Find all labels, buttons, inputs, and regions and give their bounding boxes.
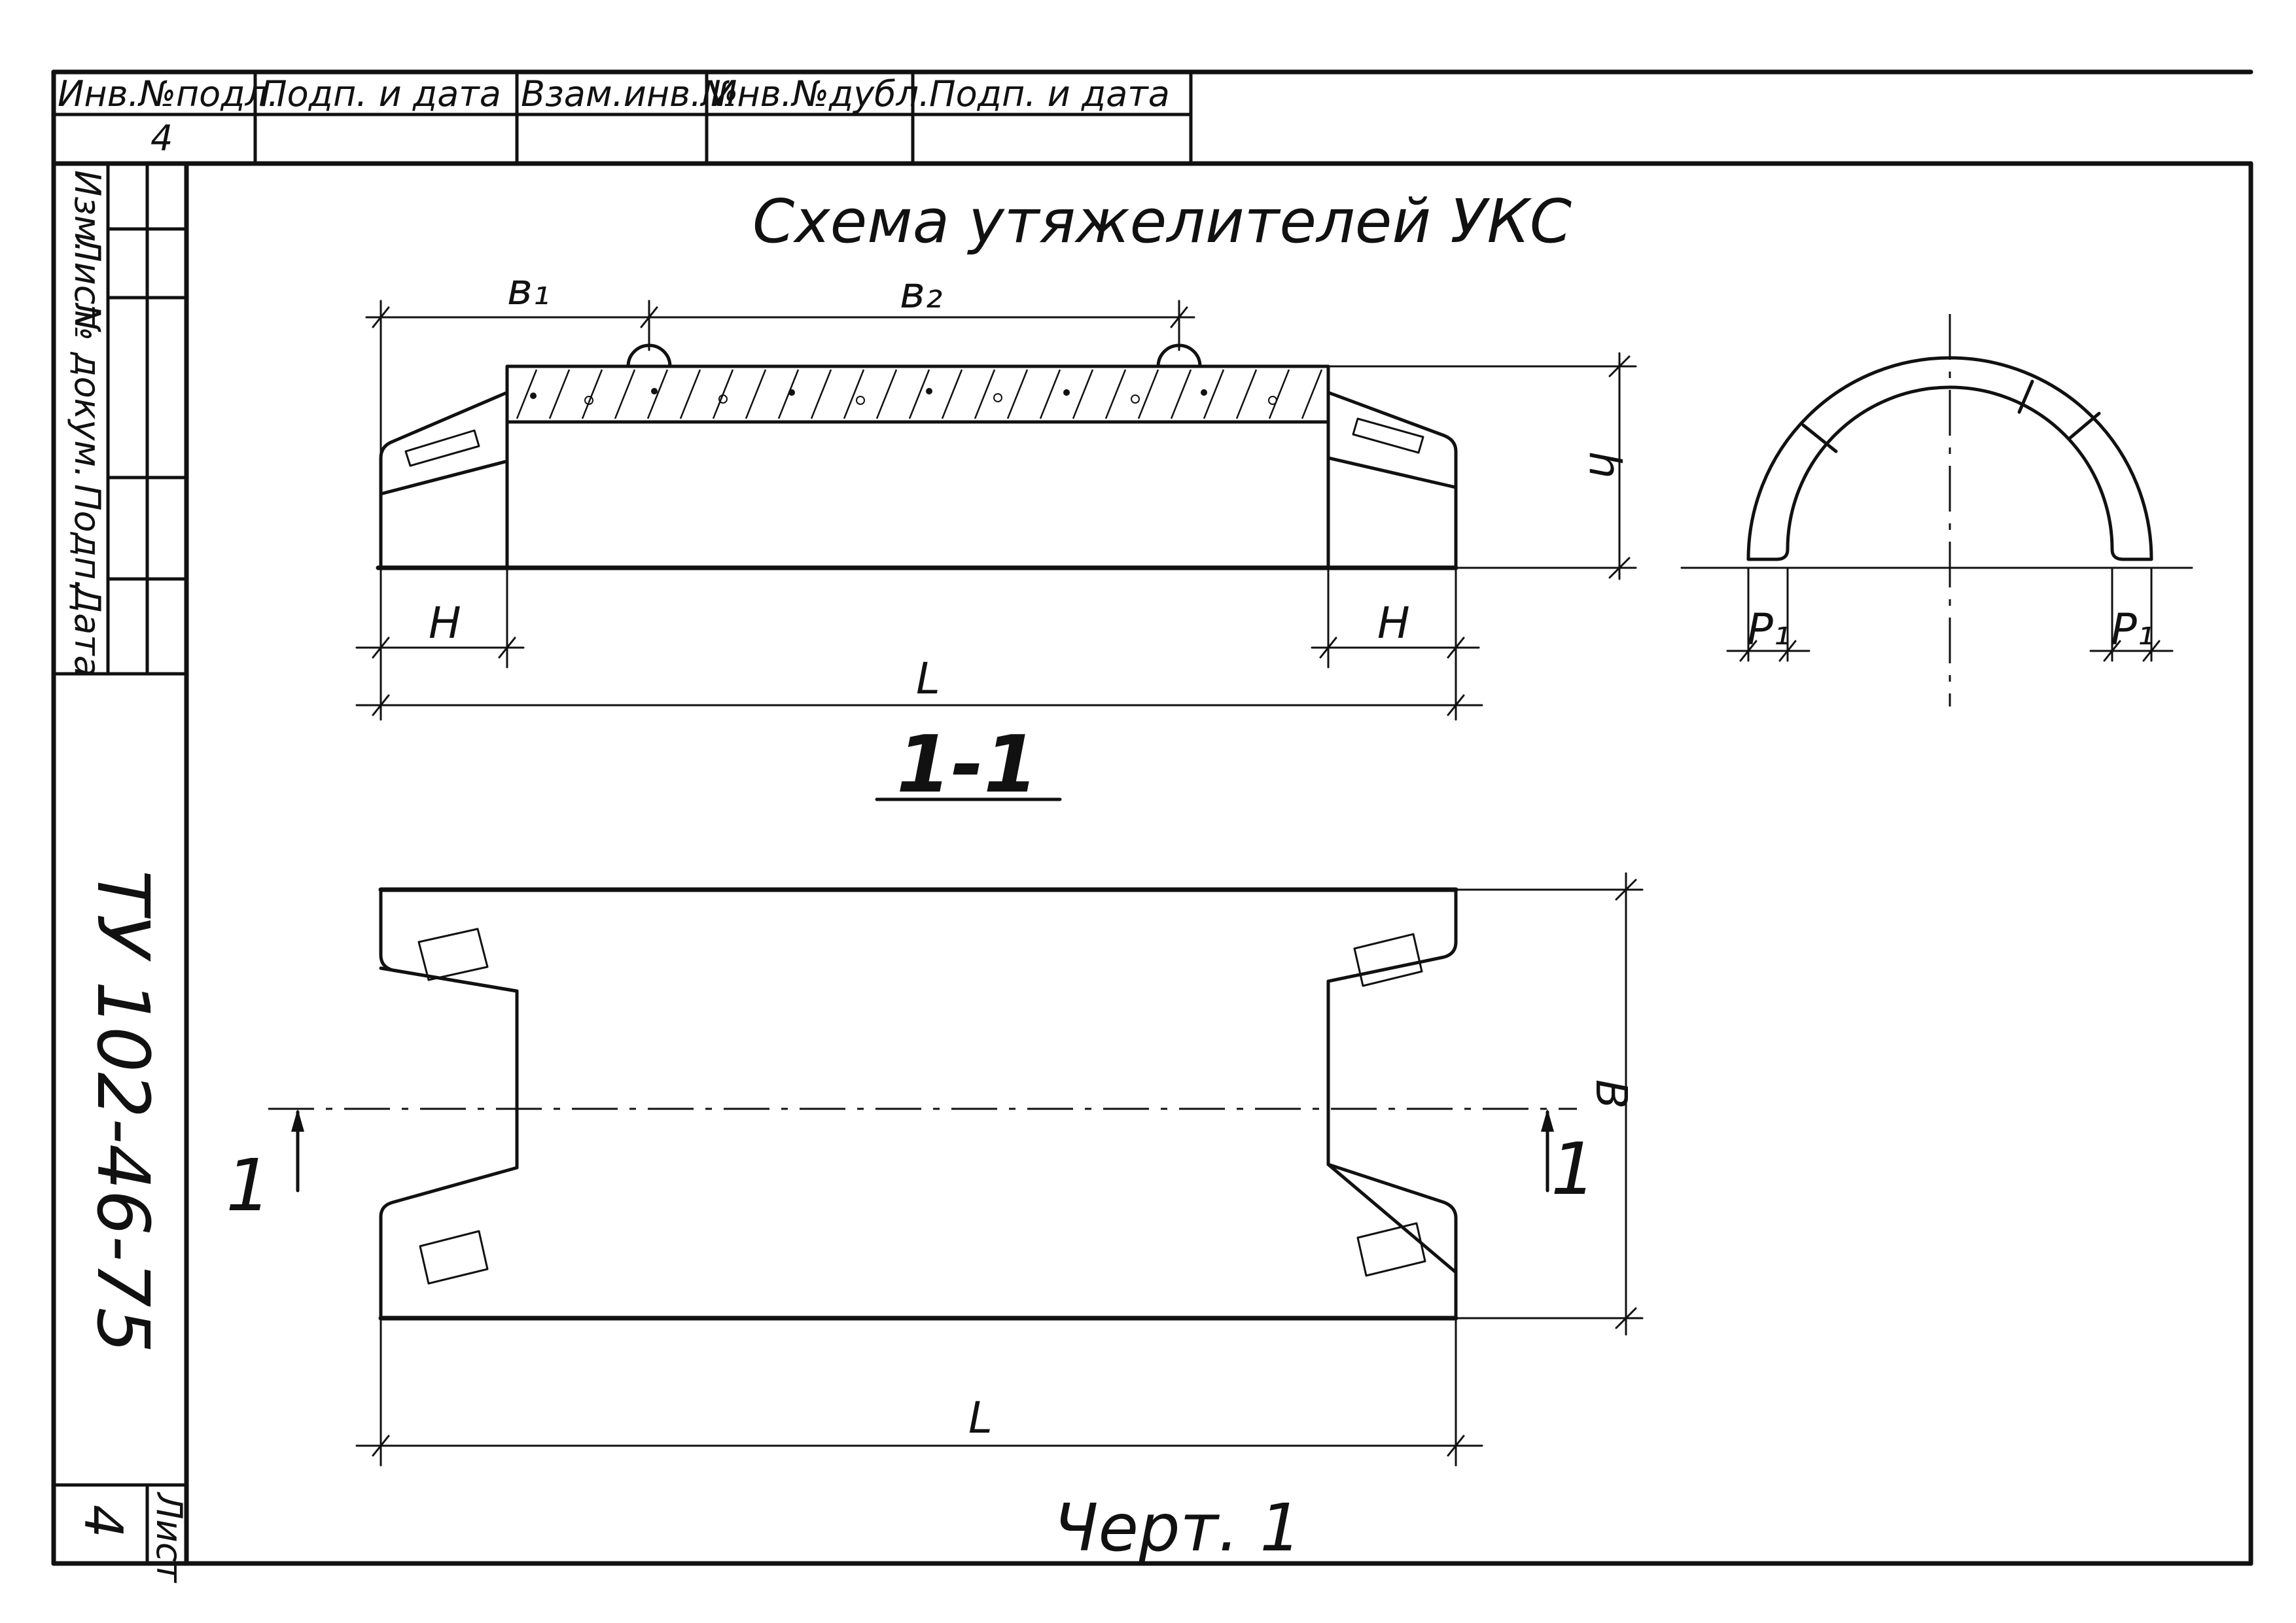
dim-P1-left: P₁ xyxy=(1747,604,1790,655)
dim-L-bottom: L xyxy=(968,1393,993,1443)
section-label: 1-1 xyxy=(896,720,1038,811)
side-label-nom-dokum: № докум. xyxy=(67,302,108,478)
sheet-label: Лист xyxy=(149,1492,190,1583)
sheet-number: 4 xyxy=(73,1505,133,1538)
header-vzam-inv: Взам.инв.№ xyxy=(521,73,738,114)
dim-b1: в₁ xyxy=(507,264,550,315)
plan-view: 1 1 xyxy=(226,887,1597,1321)
dim-P1-right: P₁ xyxy=(2111,604,2154,655)
drawing-title: Схема утяжелителей УКС xyxy=(752,186,1572,256)
concrete-hatching xyxy=(516,369,1323,419)
dim-H-right: H xyxy=(1377,598,1410,648)
side-label-list: Лист xyxy=(67,234,108,326)
header-inv-dubl: Инв.№дубл. xyxy=(711,73,930,114)
header-podp-data-1: Подп. и дата xyxy=(260,73,501,114)
figure-label: Черт. 1 xyxy=(1053,1490,1301,1566)
sheet-frame xyxy=(51,69,2253,1566)
dim-H-left: H xyxy=(429,598,461,648)
side-elevation-dimensions: в₁ в₂ h H H L xyxy=(355,264,1637,721)
dim-h: h xyxy=(1580,451,1630,479)
dim-B: B xyxy=(1586,1079,1636,1109)
title-block-side: Изм. Лист № докум. Подп. Дата ТУ 102-46-… xyxy=(52,162,190,1583)
cut-label-left: 1 xyxy=(226,1143,272,1227)
side-label-podp: Подп. xyxy=(67,484,108,591)
side-label-data: Дата xyxy=(67,584,108,677)
side-elevation xyxy=(376,343,1458,570)
dim-b2: в₂ xyxy=(900,268,942,318)
header-inv-podl: Инв.№подл. xyxy=(58,73,279,114)
dim-L-top: L xyxy=(916,654,940,704)
cut-label-right: 1 xyxy=(1551,1127,1597,1211)
header-podp-data-2: Подп. и дата xyxy=(929,73,1170,114)
side-label-izm: Изм. xyxy=(67,170,108,253)
value-inv-podl: 4 xyxy=(150,118,173,159)
title-block-top: Инв.№подл. Подп. и дата Взам.инв.№ Инв.№… xyxy=(52,70,1193,166)
arch-section: P₁ P₁ xyxy=(1680,314,2193,707)
plan-dimensions: B L xyxy=(355,872,1644,1467)
doc-code-vertical: ТУ 102-46-75 xyxy=(81,870,165,1353)
